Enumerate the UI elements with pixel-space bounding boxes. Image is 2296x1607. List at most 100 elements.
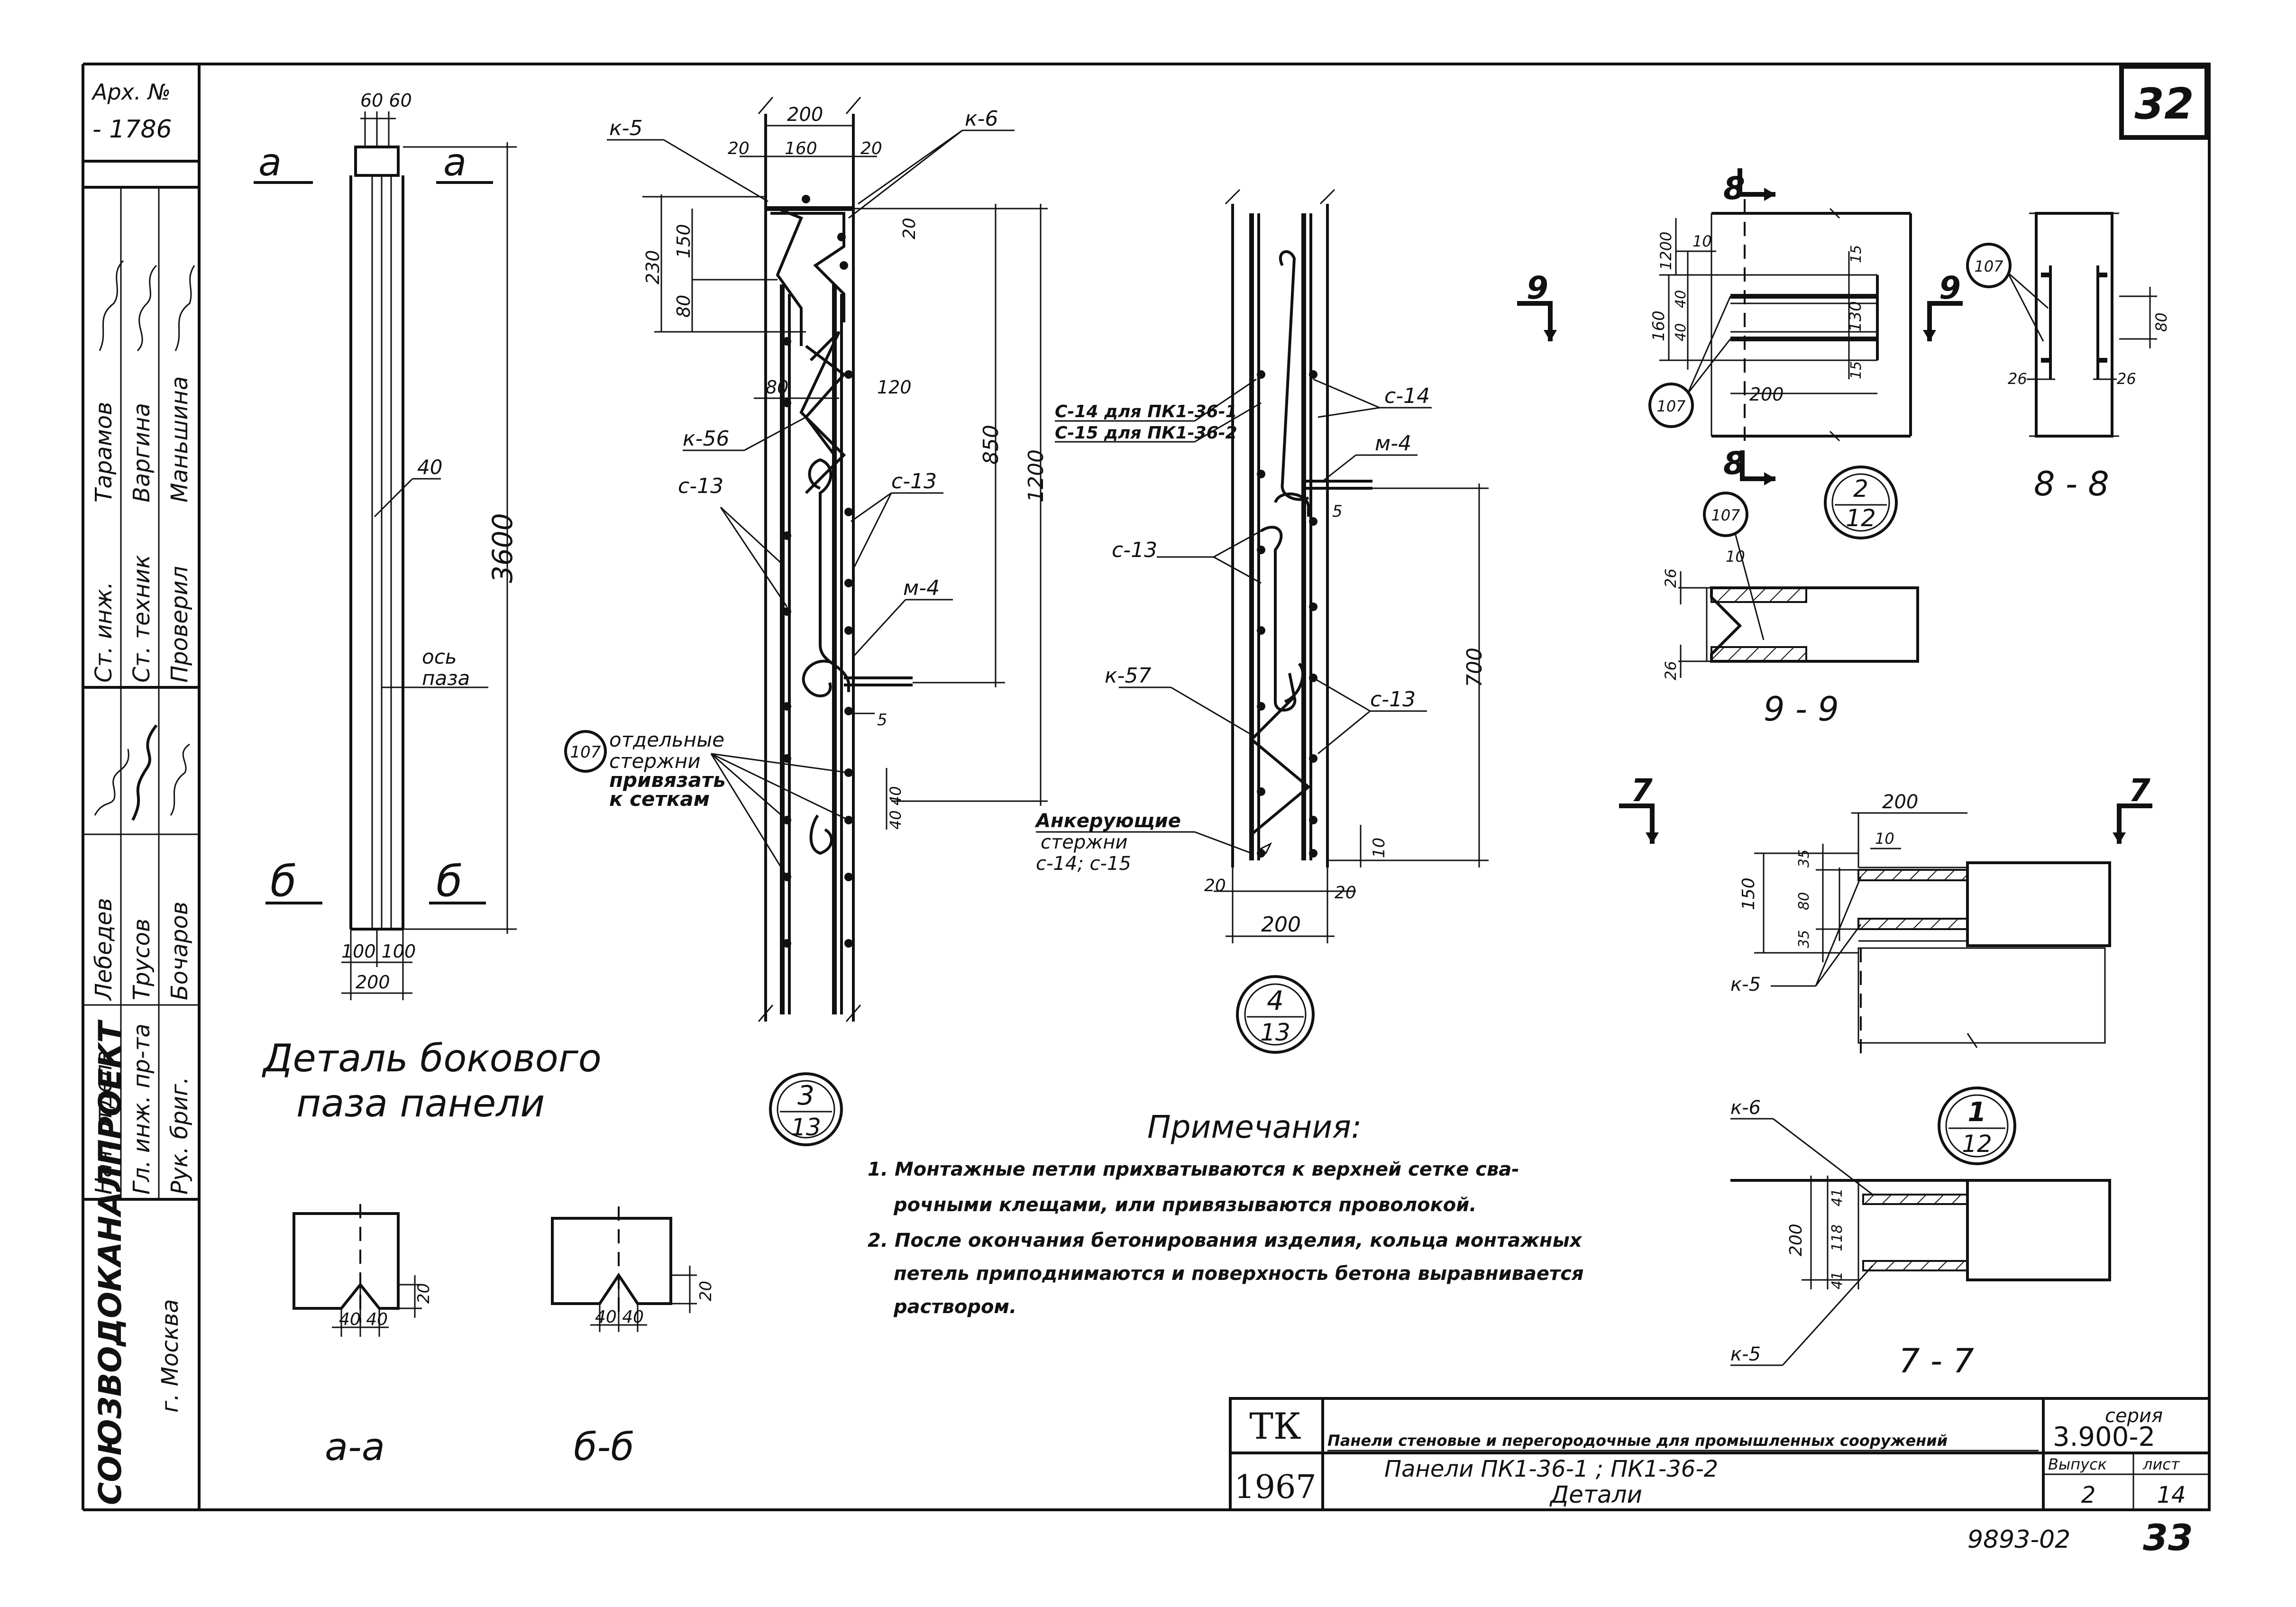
notes-line3: 2. После окончания бетонирования изделия… xyxy=(868,1230,1583,1251)
d4-anchor-line3: с-14; с-15 xyxy=(1036,853,1131,875)
staff-name-4: Тарамов xyxy=(91,402,117,502)
d3-dim-80: 80 xyxy=(766,377,788,398)
s77-label-k5b: к-5 xyxy=(1730,1343,1761,1365)
tb-name-line2: Детали xyxy=(1549,1481,1642,1508)
d3-note-mark: 107 xyxy=(570,743,601,762)
s77-dim-35a: 35 xyxy=(1796,849,1812,867)
d4-label-c14-2: С-15 для ПК1-36-2 xyxy=(1055,423,1237,443)
d4-label-c13a: с-13 xyxy=(1112,538,1157,562)
d4-dim-20a: 20 xyxy=(1204,876,1226,895)
aa-dim-40-40: 40 40 xyxy=(339,1310,388,1329)
d4-label-k57: к-57 xyxy=(1105,664,1151,688)
groove-dim-40: 40 xyxy=(417,456,442,479)
section-aa-label: а-а xyxy=(325,1425,385,1469)
notes-line5: раствором. xyxy=(893,1296,1016,1318)
bottom-number: 33 xyxy=(2143,1516,2193,1559)
s99-label: 9 - 9 xyxy=(1764,690,1839,729)
cut-9-left: 9 xyxy=(1527,270,1548,306)
s88-dim-40b: 40 xyxy=(1673,323,1689,341)
tb-issue: 2 xyxy=(2081,1482,2096,1508)
s99-dim-26a: 26 xyxy=(1662,568,1680,588)
notes-title: Примечания: xyxy=(1147,1109,1362,1145)
cut-8-bottom: 8 xyxy=(1723,445,1745,482)
notes-line1: 1. Монтажные петли прихватываются к верх… xyxy=(868,1159,1519,1180)
cut-b-right: б xyxy=(436,857,463,906)
s88b-mark-107: 107 xyxy=(1974,257,2003,275)
d4-label-c14: с-14 xyxy=(1384,384,1430,408)
tb-issue-label: Выпуск xyxy=(2048,1455,2107,1473)
s99-dim-26b: 26 xyxy=(1662,661,1680,680)
groove-axis-label-2: паза xyxy=(422,667,470,690)
groove-dim-top: 60 60 xyxy=(360,90,412,111)
d3-note-line1: отдельные xyxy=(609,728,724,751)
bb-dim-40-40: 40 40 xyxy=(595,1307,644,1327)
d3-dim-20b: 20 xyxy=(860,139,882,158)
cut-a-left: а xyxy=(258,140,282,184)
groove-dim-width: 200 xyxy=(356,972,390,993)
staff-role-2: Гл. инж. пр-та xyxy=(128,1023,155,1195)
staff-name-3: Бочаров xyxy=(166,902,193,1000)
staff-name-5: Варгина xyxy=(128,403,155,502)
d3-label-m4: м-4 xyxy=(903,576,940,600)
tb-tk: ТК xyxy=(1249,1405,1301,1447)
s77-marker-den: 12 xyxy=(1962,1130,1992,1158)
cut-7-left: 7 xyxy=(1631,772,1653,809)
d4-dim-10: 10 xyxy=(1370,838,1389,858)
d3-label-c13a: с-13 xyxy=(678,474,723,498)
s77-label: 7 - 7 xyxy=(1899,1342,1974,1380)
s88-dim-200: 200 xyxy=(1749,384,1784,405)
bottom-code: 9893-02 xyxy=(1967,1525,2070,1554)
staff-role-1: Нач. отдела xyxy=(91,1050,117,1195)
cut-8-top: 8 xyxy=(1723,170,1745,207)
s77-dim-200: 200 xyxy=(1882,791,1918,813)
title-block: ТК 1967 Панели стеновые и перегородочные… xyxy=(1229,1397,2211,1511)
d3-marker-num: 3 xyxy=(797,1080,814,1111)
staff-name-6: Маньшина xyxy=(166,376,193,502)
d3-dim-20c: 20 xyxy=(900,218,919,239)
d4-dim-200: 200 xyxy=(1261,913,1301,937)
d3-dim-20a: 20 xyxy=(728,139,750,158)
s88b-dim-80: 80 xyxy=(2152,312,2170,332)
s88-mark-107: 107 xyxy=(1656,397,1686,415)
d3-dim-850: 850 xyxy=(979,425,1003,465)
d4-marker-num: 4 xyxy=(1267,986,1284,1016)
tb-series-label: серия xyxy=(2105,1405,2163,1427)
s77-dim-80: 80 xyxy=(1796,892,1812,910)
s77-dim-200v: 200 xyxy=(1786,1224,1806,1256)
tb-description: Панели стеновые и перегородочные для про… xyxy=(1327,1432,1948,1450)
s88-dim-1200: 1200 xyxy=(1657,232,1675,270)
s77-dim-10: 10 xyxy=(1875,830,1894,848)
groove-dim-width-parts: 100 100 xyxy=(341,941,416,962)
s88-dim-15a: 15 xyxy=(1848,245,1865,263)
cut-7-right: 7 xyxy=(2129,772,2150,809)
signature-4 xyxy=(99,260,124,351)
archive-number: - 1786 xyxy=(92,115,172,144)
sheet-frame xyxy=(198,63,2211,1511)
cut-b-left: б xyxy=(270,857,297,906)
d3-dim-120: 120 xyxy=(877,377,912,398)
bb-dim-small: 20 xyxy=(696,1281,715,1301)
detail-2-12: 8 8 9 9 1200 10 160 40 40 15 xyxy=(1517,168,2170,539)
organization-city: г. Москва xyxy=(157,1299,183,1413)
s77-dim-150: 150 xyxy=(1739,877,1758,910)
s77-dim-35b: 35 xyxy=(1796,930,1812,948)
d3-note-line2: стержни xyxy=(609,749,701,773)
d4-label-m4: м-4 xyxy=(1375,431,1411,456)
notes-line4: петель приподнимаются и поверхность бето… xyxy=(894,1263,1584,1285)
d4-marker-den: 13 xyxy=(1260,1019,1290,1046)
staff-role-4: Ст. инж. xyxy=(91,582,117,683)
signature-2 xyxy=(131,724,158,821)
groove-dim-height: 3600 xyxy=(486,513,519,583)
section-7-7: 7 7 200 10 150 35 80 35 к-5 xyxy=(1619,772,2152,1380)
s77-dim-118: 118 xyxy=(1829,1224,1846,1251)
groove-title-line2: паза панели xyxy=(296,1081,545,1125)
s88b-dim-26b: 26 xyxy=(2117,370,2136,388)
s88b-dim-26a: 26 xyxy=(2008,370,2027,388)
groove-title-line1: Деталь бокового xyxy=(262,1036,602,1080)
staff-role-3: Рук. бриг. xyxy=(166,1077,193,1195)
d4-label-c13b: с-13 xyxy=(1370,687,1416,712)
d3-dim-4040: 40 40 xyxy=(887,786,905,830)
s88-dim-130: 130 xyxy=(1846,301,1865,332)
d3-dim-200: 200 xyxy=(787,104,823,126)
